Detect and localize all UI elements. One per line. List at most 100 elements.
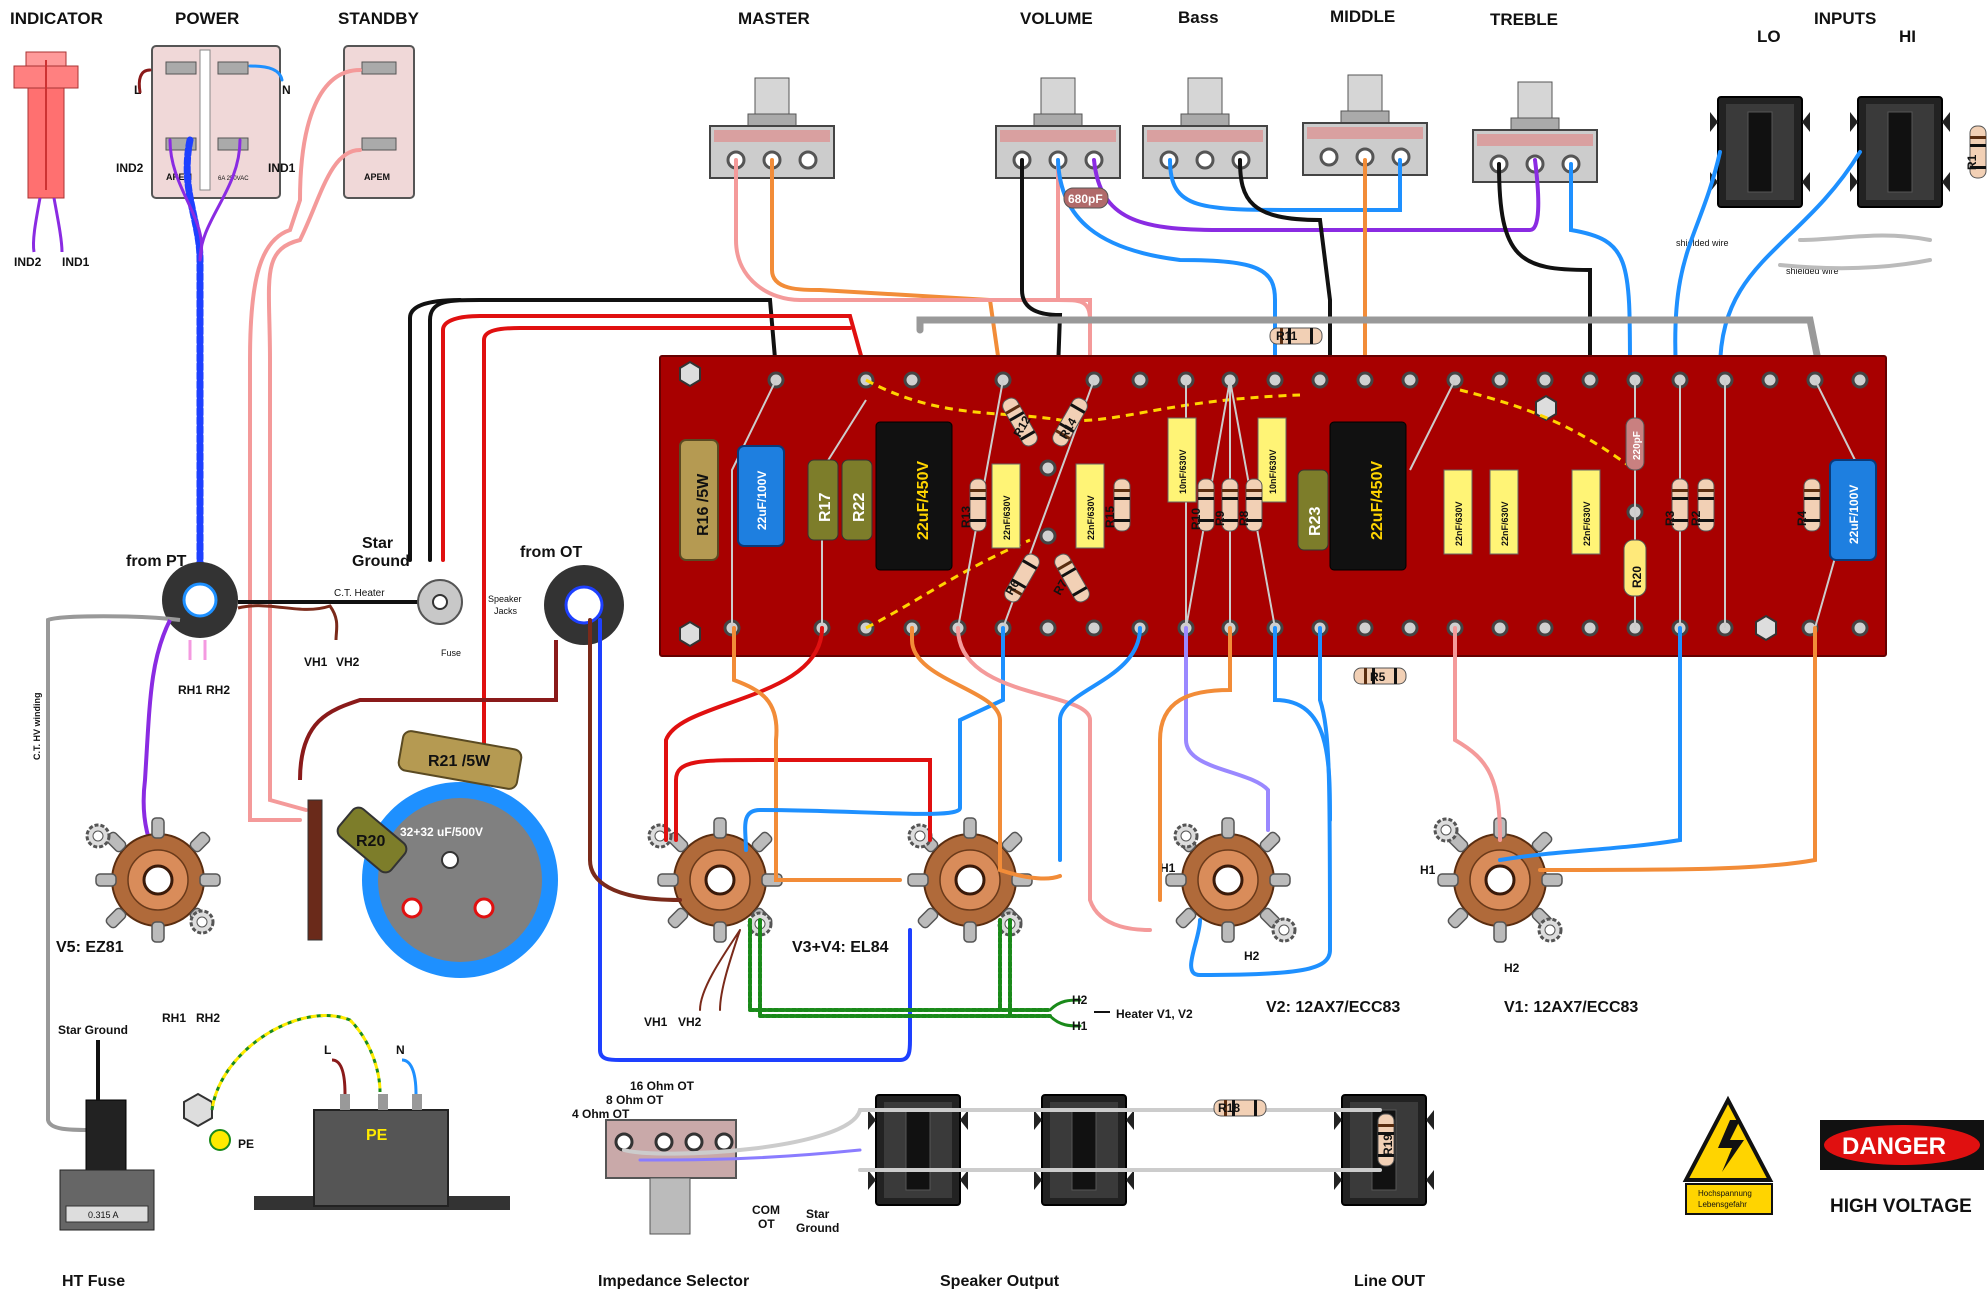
r10-label: R10 [1189, 508, 1203, 530]
v1-h1-label: H1 [1420, 863, 1436, 877]
c4-label: 22uF/100V [1847, 485, 1861, 544]
v1-h2-label: H2 [1504, 961, 1520, 975]
star-ground-label-1: Star [362, 535, 393, 552]
shielded-wire-label-2: shielded wire [1786, 266, 1839, 276]
r21-label: R21 /5W [428, 753, 491, 770]
v2-label: V2: 12AX7/ECC83 [1266, 999, 1400, 1016]
r6-label: R6 [1002, 577, 1022, 598]
power-title: POWER [175, 9, 239, 28]
power-switch-brand: APEM [166, 172, 192, 182]
film-cap-1-label: 22nF/630V [1002, 495, 1012, 540]
c220-label: 220pF [1632, 431, 1643, 460]
r2-label: R2 [1689, 510, 1703, 526]
r23-label: R23 [1307, 507, 1324, 536]
film-cap-4-label: 10nF/630V [1268, 449, 1278, 494]
pt-vh2-label: VH2 [336, 655, 360, 669]
v5-label: V5: EZ81 [56, 939, 124, 956]
switch-ind2-label: IND2 [116, 161, 144, 175]
r9-label: R9 [1213, 510, 1227, 526]
heater-v12-label: Heater V1, V2 [1116, 1007, 1193, 1021]
iec-inlet[interactable]: PE PE L N [183, 1014, 510, 1210]
hochspannung-label-1: Hochspannung [1698, 1189, 1752, 1198]
film-cap-5-label: 22nF/630V [1454, 501, 1464, 546]
from-ot-label: from OT [520, 544, 582, 561]
com-ot-label-1: COM [752, 1203, 780, 1217]
warning-sign: Hochspannung Lebensgefahr [1682, 1095, 1774, 1215]
r20-resistor [336, 806, 408, 874]
high-voltage-label: HIGH VOLTAGE [1830, 1196, 1972, 1217]
bass-pot[interactable] [1141, 76, 1269, 180]
r4-label: R4 [1795, 510, 1809, 526]
star-speaker-label-2: Jacks [494, 606, 518, 616]
r13-label: R13 [959, 506, 973, 528]
iec-l-label: L [324, 1043, 331, 1057]
ht-fuse-holder[interactable]: 0.315 A [59, 1099, 155, 1231]
c680-label: 680pF [1068, 192, 1103, 206]
r17-label: R17 [817, 493, 834, 522]
v5-rh1-label: RH1 [162, 1011, 186, 1025]
r16-label: R16 /5W [695, 473, 712, 536]
ht-fuse-title: HT Fuse [62, 1273, 125, 1289]
r7-label: R7 [1050, 577, 1070, 598]
v34-vh1-label: VH1 [644, 1015, 668, 1029]
wiring [137, 64, 1932, 882]
indicator-ind1-label: IND1 [62, 255, 90, 269]
filter-cap-label: 32+32 uF/500V [400, 825, 483, 839]
hochspannung-label-2: Lebensgefahr [1698, 1200, 1747, 1209]
top-headers: INDICATOR POWER STANDBY MASTER VOLUME Ba… [10, 7, 1916, 46]
star-ground-lug [417, 579, 463, 625]
standby-switch-brand: APEM [364, 172, 390, 182]
indicator-ind2-label: IND2 [14, 255, 42, 269]
spk-star-label-2: Ground [796, 1221, 839, 1235]
star-speaker-label-1: Speaker [488, 594, 522, 604]
treble-title: TREBLE [1490, 10, 1558, 29]
lo-title: LO [1757, 27, 1781, 46]
v4-socket[interactable] [906, 816, 1034, 944]
r8-label: R8 [1237, 510, 1251, 526]
turret-board: R16 /5W 22uF/100V R17 R22 22uF/450V 22uF… [659, 327, 1887, 685]
heater-h1-label: H1 [1072, 1019, 1088, 1033]
input-jack-lo[interactable] [1709, 96, 1811, 208]
r21-resistor [397, 730, 523, 790]
ct-heater-label: C.T. Heater [334, 588, 385, 599]
v3-socket[interactable] [647, 816, 784, 944]
impedance-selector-title: Impedance Selector [598, 1273, 749, 1289]
switch-ind1-label: IND1 [268, 161, 296, 175]
r1-label: R1 [1965, 154, 1979, 170]
mains-n-label: N [282, 83, 291, 97]
pt-vh1-label: VH1 [304, 655, 328, 669]
pt-rh1-label: RH1 [178, 683, 202, 697]
shielded-wire-label-1: shielded wire [1676, 238, 1729, 248]
imp-16-label: 16 Ohm OT [630, 1079, 695, 1093]
v2-socket[interactable] [1164, 816, 1297, 944]
v1-label: V1: 12AX7/ECC83 [1504, 999, 1638, 1016]
standby-switch[interactable]: APEM [343, 45, 415, 199]
pt-ring [162, 562, 238, 638]
power-switch-rating: 6A 250VAC [218, 176, 249, 182]
r15-label: R15 [1103, 506, 1117, 528]
v2-h2-label: H2 [1244, 949, 1260, 963]
master-title: MASTER [738, 9, 810, 28]
bass-title: Bass [1178, 8, 1219, 27]
input-jack-hi[interactable] [1849, 96, 1951, 208]
r18-label: R18 [1218, 1101, 1240, 1115]
indicator-title: INDICATOR [10, 9, 103, 28]
impedance-selector[interactable] [605, 1119, 737, 1235]
v34-vh2-label: VH2 [678, 1015, 702, 1029]
v34-label: V3+V4: EL84 [792, 939, 889, 956]
inputs-title: INPUTS [1814, 9, 1876, 28]
hi-title: HI [1899, 27, 1916, 46]
v5-socket [85, 816, 222, 944]
star-ground-label-2: Ground [352, 553, 410, 570]
r3-label: R3 [1663, 510, 1677, 526]
r22-label: R22 [851, 493, 868, 522]
fuse-star-ground-label: Star Ground [58, 1023, 128, 1037]
film-cap-7-label: 22nF/630V [1582, 501, 1592, 546]
spk-star-label-1: Star [806, 1207, 830, 1221]
middle-title: MIDDLE [1330, 7, 1395, 26]
pt-rh2-label: RH2 [206, 683, 230, 697]
mains-l-label: L [134, 83, 141, 97]
film-cap-6-label: 22nF/630V [1500, 501, 1510, 546]
c2-label: 22uF/450V [1369, 461, 1386, 540]
